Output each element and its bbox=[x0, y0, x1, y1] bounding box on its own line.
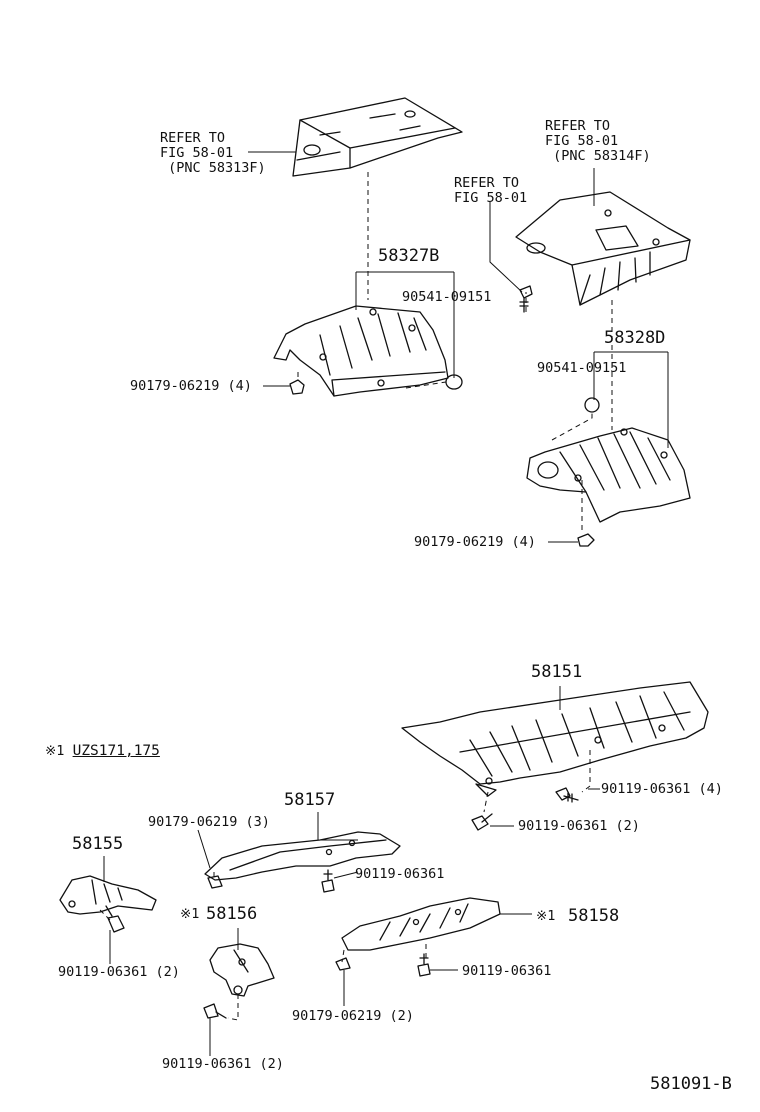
ref-line: FIG 58-01 bbox=[160, 145, 234, 161]
ref-line: REFER TO bbox=[545, 118, 611, 134]
ref-line: FIG 58-01 bbox=[454, 190, 528, 206]
model-code: UZS171,175 bbox=[72, 743, 160, 759]
insulator-58158-outline bbox=[341, 897, 501, 951]
fastener-90179-a: 90179-06219 (4) bbox=[130, 378, 252, 394]
fastener-90119-a: 90119-06361 (4) bbox=[601, 781, 723, 797]
diagram-id: 581091-B bbox=[650, 1074, 732, 1094]
fastener-90119-b: 90119-06361 (2) bbox=[518, 818, 640, 834]
fastener-90119-e: 90119-06361 bbox=[462, 963, 552, 979]
fastener-90179-d: 90179-06219 (2) bbox=[292, 1008, 414, 1024]
part-58151: 58151 bbox=[531, 662, 583, 682]
fastener-90541-b: 90541-09151 bbox=[537, 360, 627, 376]
bracket-58155-outline bbox=[59, 875, 157, 915]
part-58156: 58156 bbox=[206, 904, 258, 924]
ref-line: (PNC 58313F) bbox=[160, 160, 266, 176]
fastener-shapes bbox=[105, 285, 600, 1019]
fastener-90119-d: 90119-06361 (2) bbox=[58, 964, 180, 980]
bracket-58156-outline bbox=[209, 943, 275, 997]
insulator-58151-outline bbox=[401, 681, 709, 797]
fastener-90179-c: 90179-06219 (3) bbox=[148, 814, 270, 830]
panel-58313f-outline bbox=[292, 97, 463, 177]
fastener-90179-b: 90179-06219 (4) bbox=[414, 534, 536, 550]
mark-58156: ※1 bbox=[180, 906, 200, 922]
part-58328d: 58328D bbox=[604, 328, 666, 348]
leader-lines bbox=[103, 151, 669, 1056]
mark-58158: ※1 bbox=[536, 908, 556, 924]
insulator-58328d-outline bbox=[526, 427, 691, 523]
model-note: ※1 UZS171,175 bbox=[45, 744, 160, 759]
insulator-58327b-outline bbox=[273, 305, 449, 397]
ref-line: (PNC 58314F) bbox=[545, 148, 651, 164]
part-58327b: 58327B bbox=[378, 246, 440, 266]
dashed-alignment-lines bbox=[99, 172, 613, 1021]
part-58157: 58157 bbox=[284, 790, 336, 810]
part-58158: 58158 bbox=[568, 906, 620, 926]
ref-line: REFER TO bbox=[454, 175, 520, 191]
fastener-90119-c: 90119-06361 bbox=[355, 866, 445, 882]
panel-58314f-outline bbox=[515, 191, 691, 306]
part-58155: 58155 bbox=[72, 834, 124, 854]
ref-line: REFER TO bbox=[160, 130, 226, 146]
ref-line: FIG 58-01 bbox=[545, 133, 619, 149]
mark-symbol: ※1 bbox=[45, 743, 65, 759]
fastener-90119-f: 90119-06361 (2) bbox=[162, 1056, 284, 1072]
fastener-90541-a: 90541-09151 bbox=[402, 289, 492, 305]
